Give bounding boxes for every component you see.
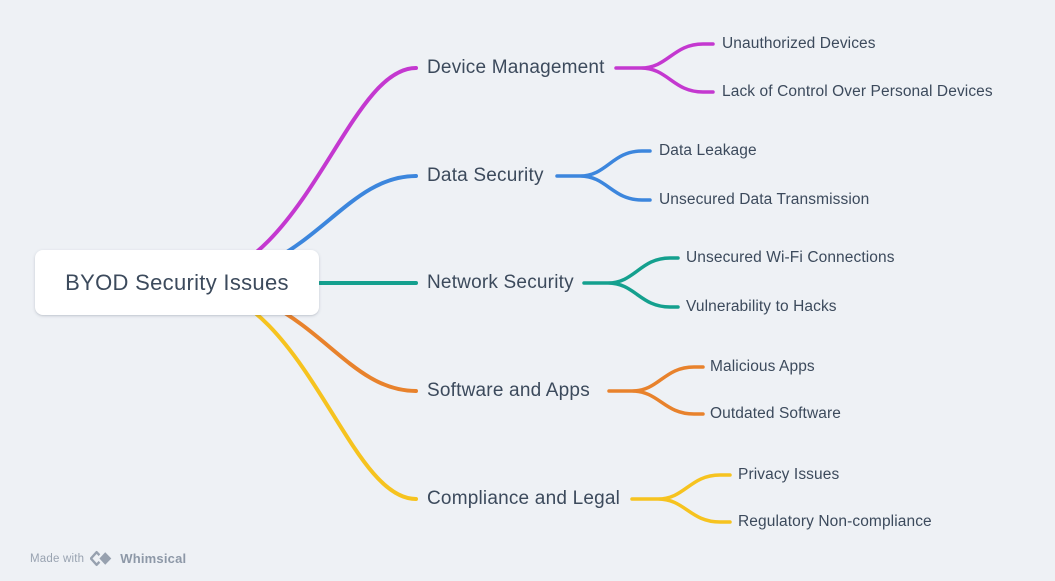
branch-label-software-and-apps[interactable]: Software and Apps [427,380,590,401]
branch-connector [555,149,652,202]
child-label-unauthorized-devices[interactable]: Unauthorized Devices [722,35,876,52]
branch-connector [607,365,705,416]
branch-connector [630,473,732,524]
whimsical-watermark[interactable]: Made with Whimsical [30,549,186,568]
child-label-lack-of-control-over-personal-devices[interactable]: Lack of Control Over Personal Devices [722,83,993,100]
child-label-unsecured-wi-fi-connections[interactable]: Unsecured Wi-Fi Connections [686,249,895,266]
child-label-malicious-apps[interactable]: Malicious Apps [710,358,815,375]
root-node-label: BYOD Security Issues [65,269,289,295]
branch-label-data-security[interactable]: Data Security [427,165,544,186]
whimsical-diamond-icon [90,549,115,568]
made-with-label: Made with [30,552,85,565]
branch-label-network-security[interactable]: Network Security [427,272,574,293]
branch-connector [582,256,680,309]
child-label-privacy-issues[interactable]: Privacy Issues [738,466,840,483]
child-label-data-leakage[interactable]: Data Leakage [659,142,757,159]
child-label-unsecured-data-transmission[interactable]: Unsecured Data Transmission [659,191,870,208]
whimsical-brand-label: Whimsical [120,551,187,566]
branch-label-compliance-and-legal[interactable]: Compliance and Legal [427,488,621,509]
branch-connector [178,281,418,501]
branch-connector [614,42,715,94]
root-node[interactable]: BYOD Security Issues [35,250,319,315]
child-label-regulatory-non-compliance[interactable]: Regulatory Non-compliance [738,513,932,530]
child-label-outdated-software[interactable]: Outdated Software [710,405,841,422]
branch-label-device-management[interactable]: Device Management [427,57,605,78]
child-label-vulnerability-to-hacks[interactable]: Vulnerability to Hacks [686,298,837,315]
